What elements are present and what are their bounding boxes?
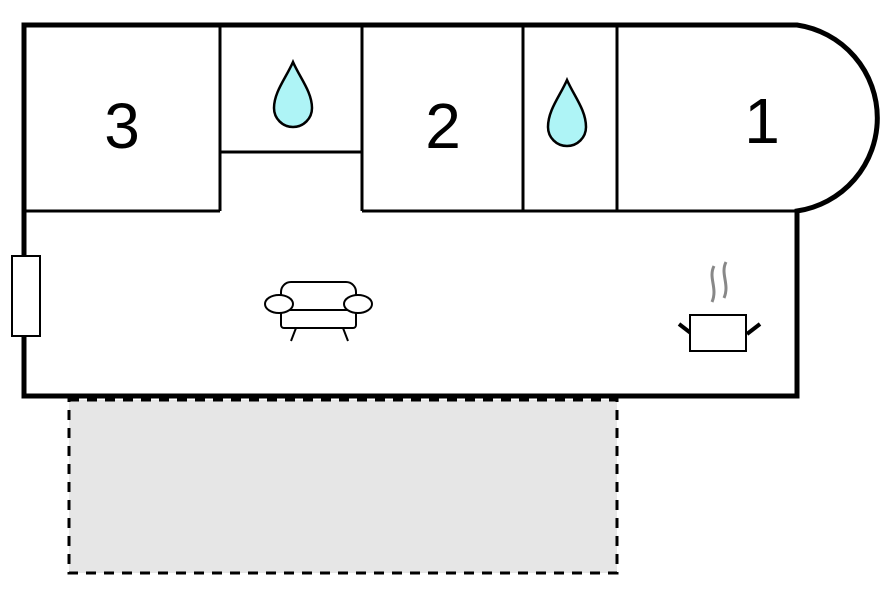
cooking-pot-icon	[677, 261, 762, 352]
water-drop-icon	[272, 58, 314, 129]
terrace-area	[67, 398, 619, 575]
room-label-2: 2	[425, 90, 461, 162]
room-label-1: 1	[744, 85, 780, 157]
water-drop-icon	[546, 76, 588, 148]
door-icon	[11, 255, 41, 337]
room-label-3: 3	[104, 90, 140, 162]
interior-walls	[24, 25, 797, 213]
sofa-icon	[264, 281, 373, 342]
